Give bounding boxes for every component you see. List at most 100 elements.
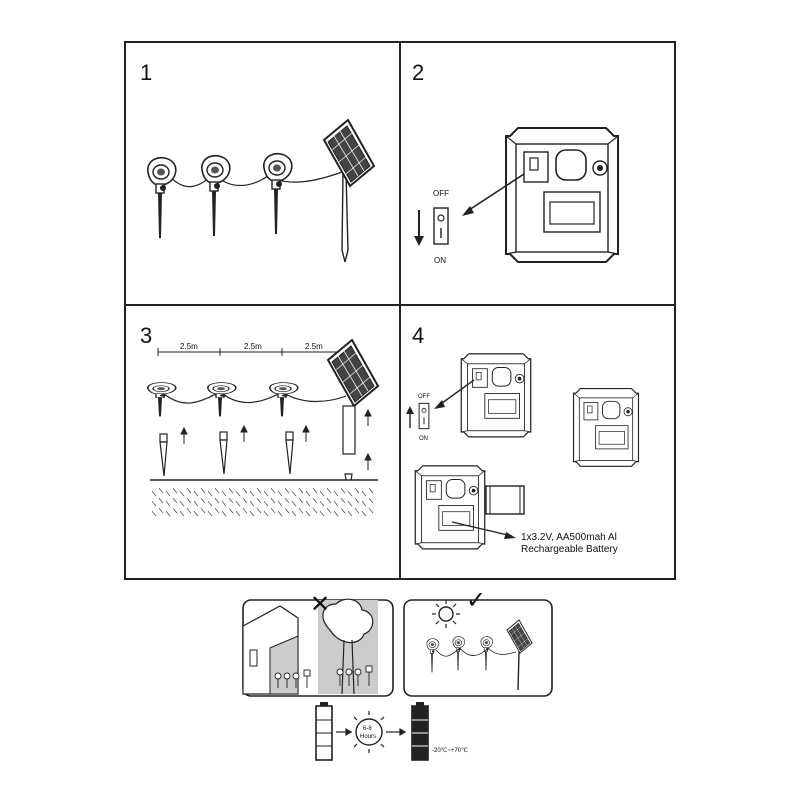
ground-hatch-mark: [158, 497, 164, 504]
ground-hatch-mark: [158, 507, 164, 514]
ground-hatch-mark: [193, 500, 199, 507]
ground-hatch-mark: [312, 507, 318, 514]
ground-hatch-mark: [347, 490, 353, 497]
ground-hatch-mark: [172, 487, 178, 494]
panel-number: 2: [412, 60, 424, 85]
panel-1: 1: [140, 60, 375, 263]
switch-on-label: ON: [434, 256, 446, 265]
control-box: [414, 465, 486, 550]
control-box: [505, 127, 619, 263]
ground-hatch-mark: [179, 500, 185, 507]
panel-number: 1: [140, 60, 152, 85]
ground-hatch-mark: [186, 497, 192, 504]
ground-hatch-mark: [242, 497, 248, 504]
ground-hatch-mark: [347, 500, 353, 507]
ground-hatch-mark: [207, 500, 213, 507]
ground-hatch-mark: [277, 510, 283, 517]
battery-type: Rechargeable Battery: [521, 544, 618, 555]
ground-hatch-mark: [200, 497, 206, 504]
ground-hatch-mark: [326, 497, 332, 504]
ground-hatch-mark: [354, 497, 360, 504]
ground-hatch-mark: [193, 510, 199, 517]
ground-hatch-mark: [235, 500, 241, 507]
ground-hatch-mark: [179, 490, 185, 497]
ground-hatch-mark: [249, 510, 255, 517]
ground-hatch-mark: [214, 507, 220, 514]
ground-hatch-mark: [228, 487, 234, 494]
ground-hatch-mark: [256, 507, 262, 514]
ground-hatch-mark: [214, 487, 220, 494]
ground: [150, 480, 378, 516]
charge-unit: Hours: [360, 734, 376, 740]
spotlight: [269, 381, 299, 418]
spotlight: [147, 156, 177, 239]
power-switch: [418, 402, 430, 430]
ground-hatch-mark: [319, 490, 325, 497]
ground-hatch-mark: [165, 500, 171, 507]
charging-info: 6-8 Hours -20℃~+70℃: [315, 702, 468, 761]
ground-hatch-mark: [305, 500, 311, 507]
right-mark: ✓: [466, 587, 486, 614]
battery-spec: 1x3.2V, AA500mah Al: [521, 532, 617, 543]
switch-off-label: OFF: [418, 394, 430, 400]
ground-hatch-mark: [256, 497, 262, 504]
ground-hatch-mark: [291, 510, 297, 517]
ground-hatch-mark: [277, 490, 283, 497]
ground-hatch-mark: [270, 507, 276, 514]
ground-hatch-mark: [333, 490, 339, 497]
ground-hatch-mark: [186, 507, 192, 514]
ground-hatch-mark: [172, 497, 178, 504]
panel-number: 3: [140, 323, 152, 348]
ground-hatch-mark: [151, 500, 157, 507]
battery-empty-icon: [315, 702, 333, 761]
spotlight: [263, 152, 293, 235]
panel-4: 4 OFF ON 1x3.2V, AA500mah Al Rechargeabl…: [406, 323, 640, 555]
ground-hatch-mark: [361, 510, 367, 517]
ground-hatch-mark: [368, 497, 374, 504]
ground-hatch-mark: [333, 510, 339, 517]
ground-hatch-mark: [165, 490, 171, 497]
ground-hatch-mark: [319, 500, 325, 507]
power-switch: [433, 207, 449, 245]
ground-hatch-mark: [347, 510, 353, 517]
ground-hatch-mark: [298, 497, 304, 504]
distance-label: 2.5m: [244, 342, 262, 351]
ground-hatch-mark: [354, 487, 360, 494]
ground-hatch-mark: [333, 500, 339, 507]
sun-hours-icon: 6-8 Hours: [348, 711, 390, 753]
ground-hatch-mark: [284, 507, 290, 514]
ground-hatch-mark: [291, 500, 297, 507]
ground-hatch-mark: [284, 497, 290, 504]
right-placement-panel: ✓: [403, 587, 553, 697]
wrong-mark: ✕: [310, 591, 330, 618]
ground-hatch-mark: [228, 497, 234, 504]
ground-hatch-mark: [151, 490, 157, 497]
ground-hatch-mark: [312, 487, 318, 494]
ground-hatch-mark: [361, 500, 367, 507]
ground-hatch-mark: [298, 487, 304, 494]
ground-hatch-mark: [221, 500, 227, 507]
charge-time: 6-8: [363, 726, 372, 732]
ground-hatch-mark: [249, 490, 255, 497]
ground-hatch-mark: [298, 507, 304, 514]
ground-hatch-mark: [263, 510, 269, 517]
panel-number: 4: [412, 323, 424, 348]
ground-hatch-mark: [172, 507, 178, 514]
ground-hatch-mark: [200, 507, 206, 514]
ground-hatch-mark: [326, 487, 332, 494]
ground-hatch-mark: [193, 490, 199, 497]
distance-label: 2.5m: [305, 342, 323, 351]
ground-hatch-mark: [277, 500, 283, 507]
ground-hatch-mark: [305, 510, 311, 517]
ground-hatch-mark: [270, 487, 276, 494]
ground-hatch-mark: [207, 510, 213, 517]
switch-off-label: OFF: [433, 189, 449, 198]
ground-hatch-mark: [263, 490, 269, 497]
control-box: [572, 387, 640, 467]
ground-hatch-mark: [270, 497, 276, 504]
ground-hatch-mark: [165, 510, 171, 517]
ground-hatch-mark: [249, 500, 255, 507]
ground-hatch-mark: [340, 497, 346, 504]
ground-hatch-mark: [242, 487, 248, 494]
